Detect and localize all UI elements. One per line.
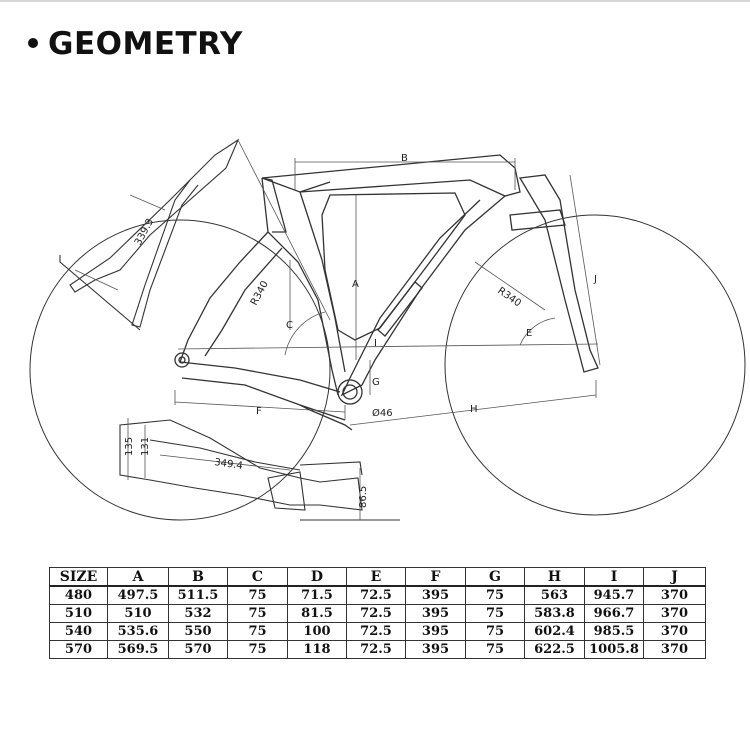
- table-cell: 75: [227, 585, 288, 605]
- table-cell: 497.5: [107, 585, 169, 605]
- header-b: B: [168, 567, 228, 587]
- table-cell: 75: [227, 640, 288, 659]
- table-cell: 75: [227, 604, 288, 623]
- dimension-lines: [74, 139, 601, 520]
- header-a: A: [107, 567, 169, 587]
- table-cell: 370: [643, 640, 706, 659]
- dim-label-a: A: [352, 279, 359, 290]
- top-divider: [0, 0, 750, 2]
- table-cell: 72.5: [346, 622, 406, 641]
- table-cell: 75: [227, 622, 288, 641]
- table-cell: 370: [643, 604, 706, 623]
- table-cell: 532: [168, 604, 228, 623]
- table-cell: 510: [49, 604, 108, 623]
- header-d: D: [287, 567, 347, 587]
- header-g: G: [465, 567, 525, 587]
- table-cell: 370: [643, 622, 706, 641]
- table-cell: 72.5: [346, 585, 406, 605]
- seatpost: [59, 138, 240, 331]
- dim-label-b: B: [401, 153, 408, 164]
- dim-label-j: J: [593, 274, 597, 285]
- table-cell: 583.8: [524, 604, 585, 623]
- rear-wheel: [29, 219, 331, 521]
- table-cell: 395: [405, 604, 466, 623]
- header-f: F: [405, 567, 466, 587]
- table-cell: 535.6: [107, 622, 169, 641]
- table-row: 570 569.5 570 75 118 72.5 395 75 622.5 1…: [49, 640, 706, 659]
- table-cell: 480: [49, 585, 108, 605]
- dim-label-i: I: [374, 338, 377, 349]
- table-cell: 945.7: [584, 585, 644, 605]
- dim-label-e: E: [526, 328, 532, 339]
- table-cell: 75: [465, 622, 525, 641]
- dim-label-r-rear: R340: [249, 279, 271, 307]
- table-cell: 622.5: [524, 640, 585, 659]
- table-cell: 75: [465, 604, 525, 623]
- table-cell: 75: [465, 585, 525, 605]
- frame-outline: [174, 154, 599, 431]
- dim-label-r-front: R340: [495, 285, 523, 309]
- dim-label-bar-length: 349.4: [214, 457, 244, 472]
- frame-geometry-drawing: B A I G F H C E J R340 R340 Ø46 339.3 34…: [29, 138, 746, 521]
- dim-label-f: F: [256, 406, 262, 417]
- table-cell: 395: [405, 585, 466, 605]
- table-cell: 540: [49, 622, 108, 641]
- table-row: 510 510 532 75 81.5 72.5 395 75 583.8 96…: [49, 604, 706, 623]
- table-cell: 72.5: [346, 640, 406, 659]
- dim-label-h: H: [470, 404, 478, 415]
- bullet-icon: [28, 37, 38, 48]
- table-cell: 118: [287, 640, 347, 659]
- header-c: C: [227, 567, 288, 587]
- dim-label-drop-135: 135: [124, 437, 135, 456]
- table-cell: 75: [465, 640, 525, 659]
- table-cell: 985.5: [584, 622, 644, 641]
- handlebar: [119, 419, 400, 521]
- table-cell: 602.4: [524, 622, 585, 641]
- dim-label-g: G: [372, 377, 380, 388]
- table-cell: 370: [643, 585, 706, 605]
- geometry-table: SIZE A B C D E F G H I J 480 497.5 511.5…: [49, 567, 706, 659]
- table-row: 540 535.6 550 75 100 72.5 395 75 602.4 9…: [49, 622, 706, 641]
- header-j: J: [643, 567, 706, 587]
- table-cell: 510: [107, 604, 169, 623]
- page-title-text: GEOMETRY: [48, 26, 243, 62]
- front-wheel: [444, 214, 746, 516]
- page-title: GEOMETRY: [28, 26, 243, 62]
- table-cell: 72.5: [346, 604, 406, 623]
- header-h: H: [524, 567, 585, 587]
- dim-label-bb: Ø46: [372, 407, 393, 419]
- table-cell: 100: [287, 622, 347, 641]
- dim-label-stack: 86.5: [358, 486, 369, 508]
- table-cell: 570: [49, 640, 108, 659]
- table-cell: 511.5: [168, 585, 228, 605]
- table-cell: 550: [168, 622, 228, 641]
- table-cell: 563: [524, 585, 585, 605]
- table-cell: 570: [168, 640, 228, 659]
- table-cell: 71.5: [287, 585, 347, 605]
- table-cell: 395: [405, 640, 466, 659]
- table-header-row: SIZE A B C D E F G H I J: [49, 567, 706, 587]
- dim-label-drop-131: 131: [140, 437, 151, 456]
- table-cell: 569.5: [107, 640, 169, 659]
- table-cell: 81.5: [287, 604, 347, 623]
- header-e: E: [346, 567, 406, 587]
- header-size: SIZE: [49, 567, 108, 587]
- table-cell: 1005.8: [584, 640, 644, 659]
- table-cell: 395: [405, 622, 466, 641]
- table-row: 480 497.5 511.5 75 71.5 72.5 395 75 563 …: [49, 585, 706, 605]
- dim-label-c: C: [286, 320, 293, 331]
- header-i: I: [584, 567, 644, 587]
- table-cell: 966.7: [584, 604, 644, 623]
